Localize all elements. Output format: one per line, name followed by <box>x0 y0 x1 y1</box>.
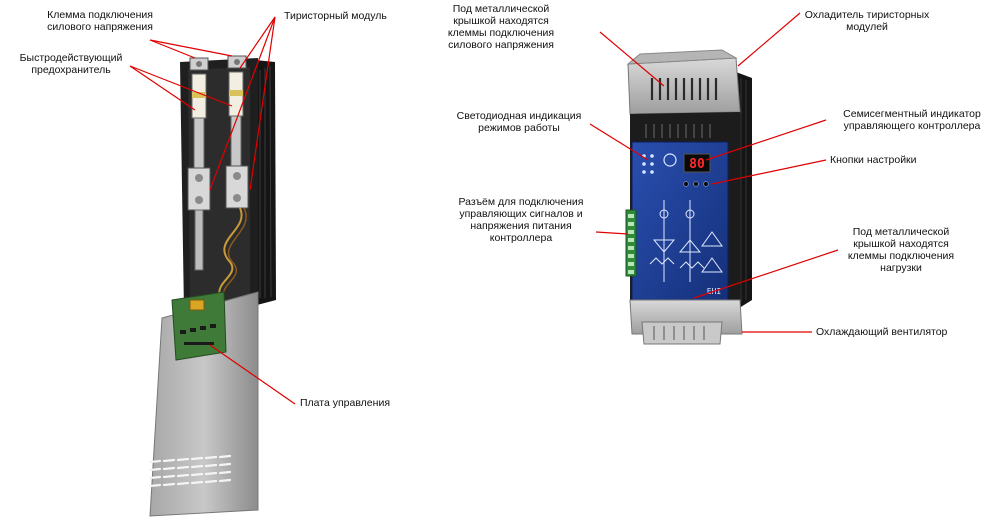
pointer-control-board <box>209 344 296 405</box>
callout-pointers <box>129 12 839 405</box>
label-thyristor-module: Тиристорный модуль <box>284 10 387 22</box>
display-value: 80 <box>689 157 705 172</box>
pointer-terminal-power <box>149 39 196 59</box>
label-under-cover-load: Под металлической крышкой находятся клем… <box>847 226 955 274</box>
pointer-leds <box>589 123 649 161</box>
pointer-terminal-power-2 <box>149 39 233 57</box>
label-terminal-power: Клемма подключения силового напряжения <box>47 9 153 33</box>
warning-triangle-icon <box>701 231 723 247</box>
body-vents <box>645 124 711 138</box>
pointer-cooler <box>737 12 801 67</box>
pointer-fuse-2 <box>129 65 233 107</box>
label-cooler: Охладитель тиристорных модулей <box>804 9 930 33</box>
seven-segment-display <box>683 153 711 173</box>
label-seven-segment: Семисегментный индикатор управляющего ко… <box>843 108 981 132</box>
label-under-cover-power: Под металлической крышкой находятся клем… <box>447 3 555 51</box>
label-fast-fuse: Быстродействующий предохранитель <box>19 52 123 76</box>
pointer-thyristor-3 <box>249 16 276 191</box>
pointer-under-cover-load <box>693 249 839 299</box>
label-led-indication: Светодиодная индикация режимов работы <box>456 110 582 134</box>
label-connector: Разъём для подключения управляющих сигна… <box>458 196 584 244</box>
label-fan: Охлаждающий вентилятор <box>816 326 948 338</box>
label-setup-buttons: Кнопки настройки <box>830 154 917 166</box>
pointer-under-cover-power <box>599 31 665 87</box>
status-leds <box>642 154 654 174</box>
pointer-thyristor-2 <box>209 16 276 191</box>
pointer-thyristor-1 <box>239 16 276 69</box>
opened-device-illustration <box>148 55 276 517</box>
pointer-setup-buttons <box>711 159 827 185</box>
brand-logo-mark <box>663 153 677 167</box>
closed-device-illustration: 80 <box>625 49 752 345</box>
pointer-connector <box>595 231 629 235</box>
setup-buttons <box>683 181 709 187</box>
cooling-fan <box>641 321 723 345</box>
connector-block <box>625 209 637 277</box>
vent-slots-cover <box>148 454 232 488</box>
top-cover-vents <box>650 78 718 100</box>
pointer-seven-segment <box>705 119 827 161</box>
warning-triangle-icon <box>701 257 723 273</box>
label-control-board: Плата управления <box>300 397 390 409</box>
panel-circuit-graphic <box>649 200 705 282</box>
pointer-fuse-1 <box>129 65 196 111</box>
